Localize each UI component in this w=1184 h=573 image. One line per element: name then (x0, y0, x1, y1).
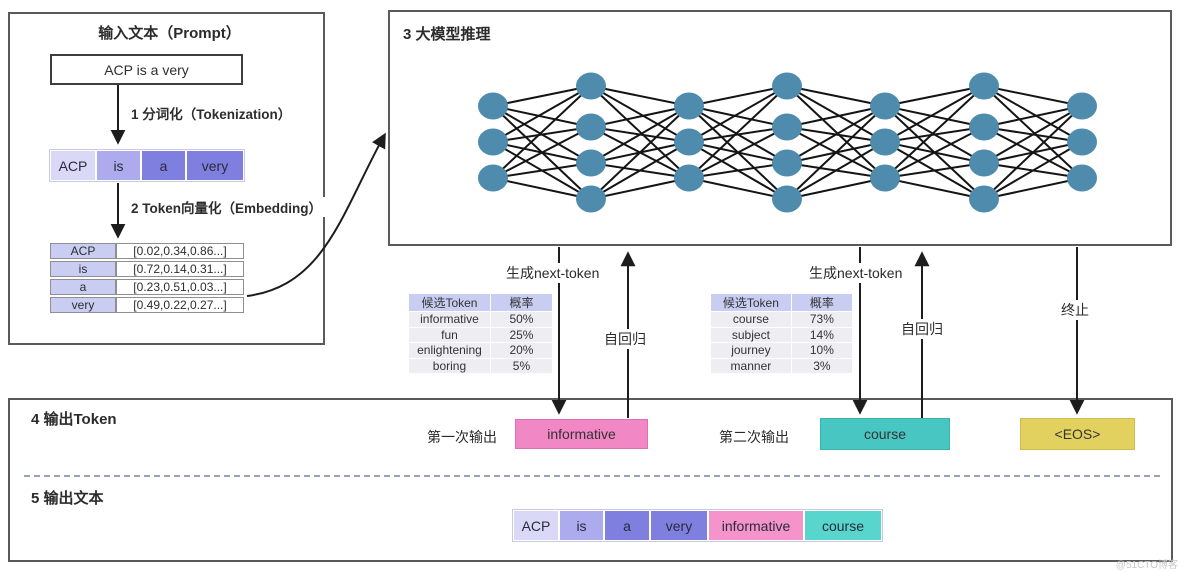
token-cell: course (805, 511, 881, 540)
candidate-probability: 73% (790, 311, 854, 328)
candidate-token: manner (710, 357, 792, 374)
embedding-vector: [0.49,0.22,0.27...] (116, 297, 244, 313)
embedding-vector: [0.02,0.34,0.86...] (116, 243, 244, 259)
candidate-probability: 概率 (489, 293, 554, 312)
token-cell: ACP (514, 511, 558, 540)
embedding-vector: [0.23,0.51,0.03...] (116, 279, 244, 295)
model-panel-title: 3 大模型推理 (403, 26, 491, 43)
eos-token-box: <EOS> (1020, 418, 1135, 450)
candidate-probability: 14% (790, 326, 854, 343)
candidate-token: enlightening (408, 342, 491, 359)
embedding-row: very[0.49,0.22,0.27...] (50, 297, 244, 313)
candidate-probability: 50% (489, 311, 554, 328)
token-cell: very (187, 151, 243, 180)
generate-token-label-2: 生成next-token (806, 263, 906, 283)
candidate-probability: 10% (790, 342, 854, 359)
tokenization-step-label: 1 分词化（Tokenization） (128, 103, 295, 123)
output-text-section-title: 5 输出文本 (31, 490, 104, 507)
embedding-token: ACP (50, 243, 116, 259)
candidate-probability: 概率 (790, 293, 854, 312)
token-cell: informative (709, 511, 803, 540)
prompt-input-box: ACP is a very (50, 54, 243, 85)
token-cell: a (605, 511, 649, 540)
second-output-label: 第二次输出 (719, 429, 789, 445)
candidate-token: informative (408, 311, 491, 328)
prompt-panel-title: 输入文本（Prompt） (98, 25, 241, 42)
embedding-row: is[0.72,0.14,0.31...] (50, 261, 244, 277)
generate-token-label-1: 生成next-token (503, 263, 603, 283)
first-output-label: 第一次输出 (427, 429, 497, 445)
embedding-token: a (50, 279, 116, 295)
candidate-probability: 3% (790, 357, 854, 374)
token-cell: is (97, 151, 140, 180)
first-output-token-box: informative (515, 419, 648, 449)
autoregression-label-1: 自回归 (601, 329, 649, 349)
output-token-section-title: 4 输出Token (31, 411, 117, 428)
terminate-label: 终止 (1058, 300, 1092, 320)
watermark: @51CTO博客 (1115, 560, 1178, 571)
embedding-row: a[0.23,0.51,0.03...] (50, 279, 244, 295)
candidate-token: fun (408, 326, 491, 343)
embedding-table: ACP[0.02,0.34,0.86...]is[0.72,0.14,0.31.… (50, 241, 244, 315)
autoregression-label-2: 自回归 (898, 319, 946, 339)
embedding-row: ACP[0.02,0.34,0.86...] (50, 243, 244, 259)
candidate-probability: 25% (489, 326, 554, 343)
embedding-token: is (50, 261, 116, 277)
candidate-token: 候选Token (710, 293, 792, 312)
output-panel-divider (24, 475, 1160, 477)
candidate-token: boring (408, 357, 491, 374)
candidate-probability: 5% (489, 357, 554, 374)
second-output-token-box: course (820, 418, 950, 450)
embedding-step-label: 2 Token向量化（Embedding） (128, 197, 326, 217)
candidate-token: subject (710, 326, 792, 343)
candidate-token: course (710, 311, 792, 328)
candidate-probability: 20% (489, 342, 554, 359)
candidate-token: 候选Token (408, 293, 491, 312)
candidate-token: journey (710, 342, 792, 359)
model-panel (388, 10, 1172, 246)
token-cell: a (142, 151, 185, 180)
embedding-vector: [0.72,0.14,0.31...] (116, 261, 244, 277)
token-cell: is (560, 511, 603, 540)
embedding-token: very (50, 297, 116, 313)
token-cell: ACP (51, 151, 95, 180)
token-cell: very (651, 511, 707, 540)
